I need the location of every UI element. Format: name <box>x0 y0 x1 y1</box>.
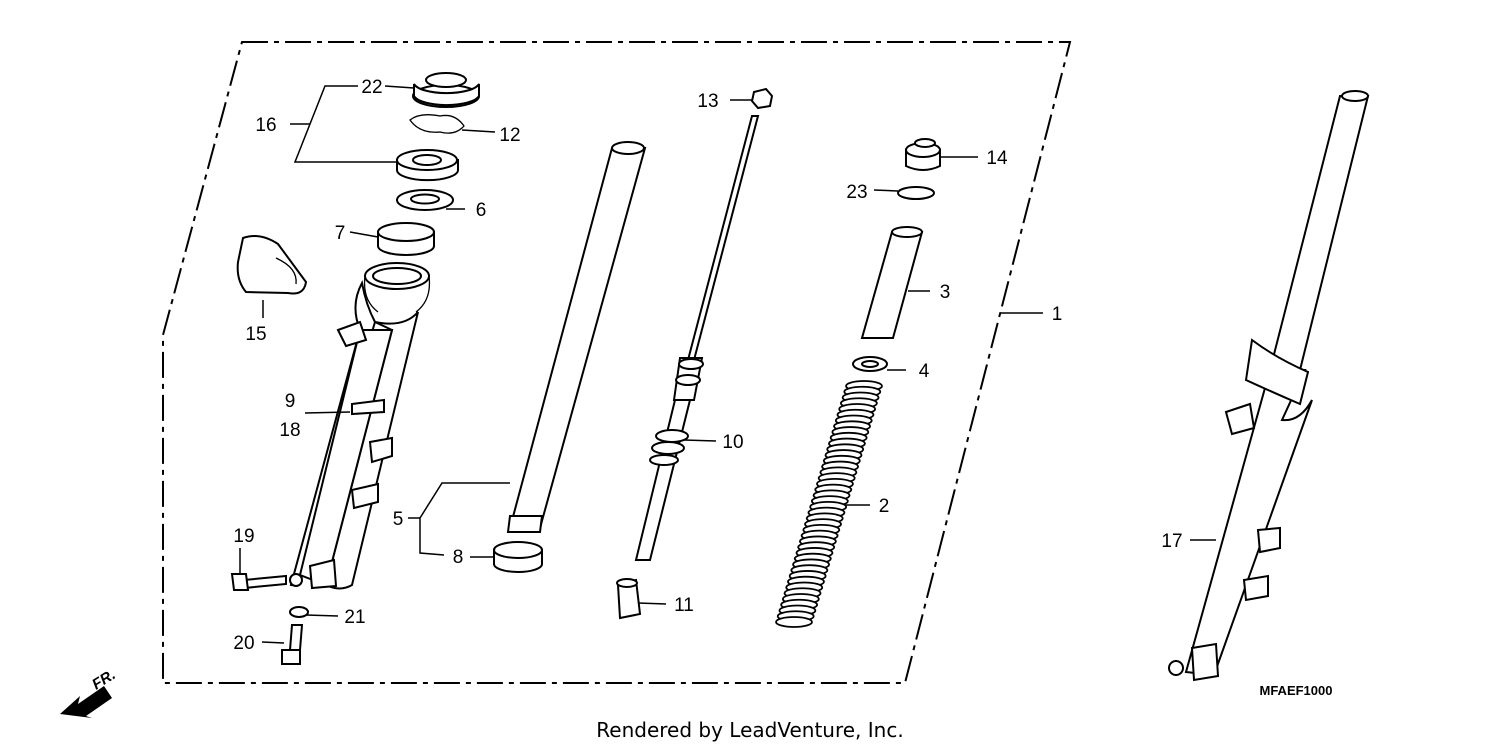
leader-lines <box>239 85 1216 644</box>
callout-23: 23 <box>846 182 867 203</box>
fork-pipe-part <box>506 141 647 533</box>
callout-22: 22 <box>361 77 382 98</box>
damper-rod-part <box>634 115 760 561</box>
callout-6: 6 <box>476 200 487 221</box>
callout-18: 18 <box>279 420 300 441</box>
stopper-ring-part <box>409 114 465 134</box>
assembly-boundary <box>162 41 1072 684</box>
callout-1: 1 <box>1052 304 1063 325</box>
lock-nut-part <box>750 87 774 110</box>
callout-10: 10 <box>722 432 743 453</box>
callout-4: 4 <box>919 361 930 382</box>
fork-cover-part <box>236 235 308 295</box>
callout-14: 14 <box>986 148 1008 169</box>
callout-labels: 22 16 12 6 7 15 9 18 19 20 21 5 8 13 10 … <box>233 77 1182 654</box>
fork-spring-part <box>775 380 883 628</box>
assembled-fork-part <box>1168 90 1370 682</box>
dust-seal-part <box>412 72 480 108</box>
callout-17: 17 <box>1161 531 1182 552</box>
guide-bushing-part <box>377 222 435 256</box>
front-arrow-icon: FR. <box>60 666 119 718</box>
callout-20: 20 <box>233 633 254 654</box>
callout-8: 8 <box>453 547 464 568</box>
bolt-washer-part <box>289 606 309 618</box>
fork-slider-part <box>289 262 431 590</box>
oil-seal-part <box>396 149 459 182</box>
callout-13: 13 <box>697 91 718 112</box>
fork-bolt-part <box>905 138 941 171</box>
callout-9: 9 <box>285 391 296 412</box>
callout-16: 16 <box>255 115 276 136</box>
spring-seat-part <box>852 356 888 372</box>
slider-bushing-part <box>493 541 543 573</box>
spring-collar-part <box>860 226 924 339</box>
oil-lock-piece-part <box>616 578 642 620</box>
callout-2: 2 <box>879 496 890 517</box>
callout-11: 11 <box>674 595 694 616</box>
callout-7: 7 <box>335 223 346 244</box>
callout-15: 15 <box>245 324 266 345</box>
callout-3: 3 <box>940 282 951 303</box>
callout-21: 21 <box>344 607 365 628</box>
callout-5: 5 <box>393 509 404 530</box>
callout-19: 19 <box>233 526 254 547</box>
o-ring-part <box>897 186 935 200</box>
axle-bolt-part <box>230 573 287 591</box>
front-indicator-label: FR. <box>89 666 119 693</box>
socket-bolt-part <box>281 624 304 665</box>
callout-12: 12 <box>499 125 520 146</box>
diagram-code: MFAEF1000 <box>1260 683 1333 698</box>
spring-coil <box>775 616 813 628</box>
seal-washer-part <box>396 189 454 211</box>
footer-credit: Rendered by LeadVenture, Inc. <box>596 718 903 742</box>
